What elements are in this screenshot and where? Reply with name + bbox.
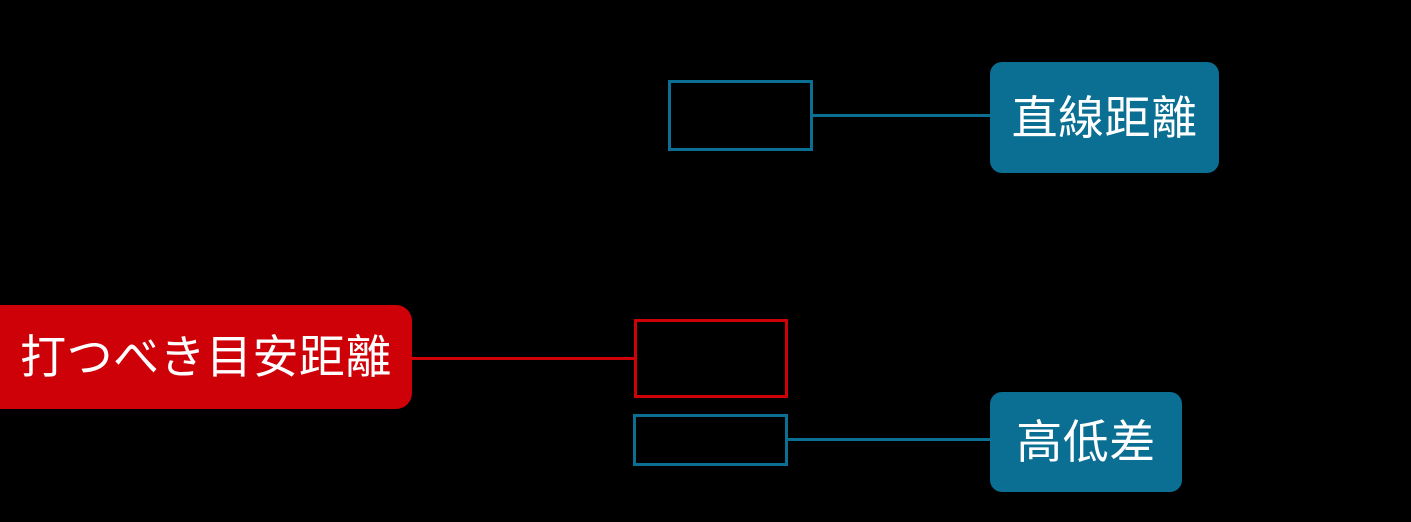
connector-middle-branch [404,357,637,360]
node-straight-distance[interactable]: 直線距離 [990,62,1219,173]
branch-elevation-difference-placeholder-box[interactable] [633,414,788,466]
branch-straight-distance-placeholder-box[interactable] [668,80,813,151]
node-root-target-distance[interactable]: 打つべき目安距離 [0,305,412,409]
branch-middle-placeholder-box[interactable] [634,319,788,398]
connector-straight-distance [810,114,994,117]
node-elevation-difference[interactable]: 高低差 [990,392,1182,492]
connector-elevation-difference [785,438,994,441]
